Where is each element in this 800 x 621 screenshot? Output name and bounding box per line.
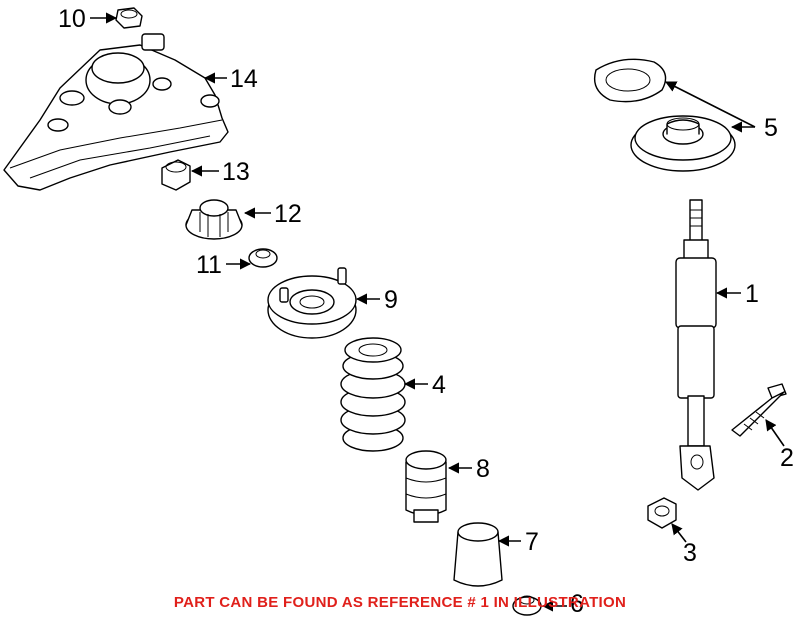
part-4-bump-stop (340, 337, 406, 452)
part-10-nut (115, 7, 143, 29)
callout-11: 11 (196, 251, 222, 279)
part-8-bump-stop (405, 450, 447, 523)
callout-10: 10 (58, 5, 86, 33)
part-2-bolt (731, 383, 787, 437)
leader-3 (671, 523, 687, 543)
reference-note: PART CAN BE FOUND AS REFERENCE # 1 IN IL… (173, 594, 627, 611)
callout-14: 14 (230, 65, 258, 93)
part-7-dust-boot (453, 522, 503, 587)
callout-1: 1 (745, 280, 759, 308)
callout-6: 6 (570, 590, 584, 618)
leader-lines (90, 12, 785, 612)
callout-12: 12 (274, 200, 302, 228)
callout-5: 5 (764, 114, 778, 142)
callout-9: 9 (384, 286, 398, 314)
part-12-bearing-mount (185, 199, 243, 240)
callout-4: 4 (432, 371, 446, 399)
part-6-nut (512, 595, 542, 616)
callout-8: 8 (476, 455, 490, 483)
callout-2: 2 (780, 444, 794, 472)
part-1-shock-absorber (675, 199, 717, 491)
part-13-nut (161, 159, 191, 191)
part-14-strut-tower-mount (3, 33, 229, 191)
callout-7: 7 (525, 528, 539, 556)
part-11-washer (248, 248, 278, 268)
leader-5a (665, 81, 756, 128)
part-3-nut (647, 497, 677, 529)
callout-3: 3 (683, 539, 697, 567)
callout-labels: 10 14 13 12 11 9 4 8 7 6 1 2 3 5 (58, 5, 794, 618)
part-9-strut-mount (267, 267, 357, 339)
part-5-spring-seats (593, 58, 736, 172)
leader-2 (765, 419, 785, 447)
callout-13: 13 (222, 158, 250, 186)
